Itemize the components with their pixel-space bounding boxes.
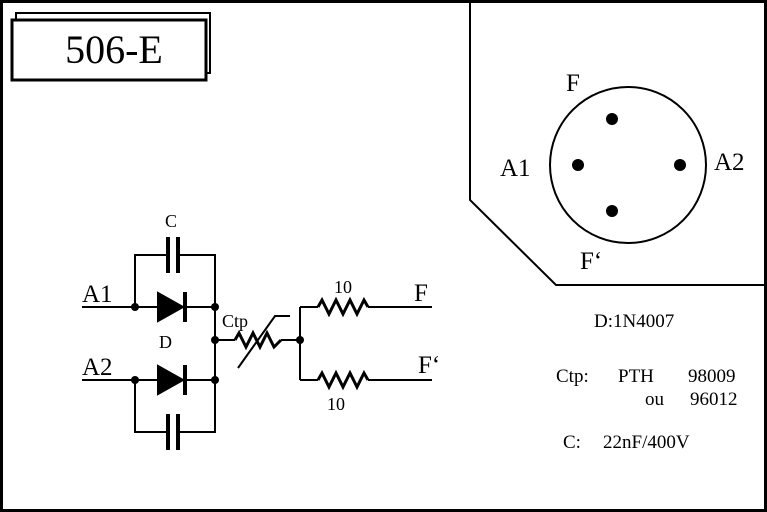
pin-f — [606, 113, 618, 125]
legend-cap-value: 22nF/400V — [603, 432, 690, 453]
legend-ctp-num-1: 98009 — [688, 366, 736, 387]
pin-label-left: A1 — [500, 155, 531, 182]
resistor-top — [316, 296, 370, 318]
legend-ctp-num-2: 96012 — [690, 389, 738, 410]
bottom-capacitor-wire — [134, 380, 216, 433]
pin-label-bottom: F‘ — [580, 248, 602, 275]
pin-label-top: F — [566, 70, 580, 97]
component-legend: D:1N4007 Ctp: PTH 98009 ou 96012 C: 22nF… — [556, 311, 738, 453]
title-box: 506-E — [10, 12, 211, 82]
output-f-prime-label: F‘ — [418, 352, 440, 379]
capacitor-label: C — [165, 211, 177, 231]
input-a1-label: A1 — [82, 281, 113, 308]
pin-label-right: A2 — [714, 149, 745, 176]
resistor-bottom-value: 10 — [327, 394, 345, 414]
resistor-top-value: 10 — [334, 277, 352, 297]
legend-cap-prefix: C: — [563, 432, 581, 453]
ctp-thermistor — [233, 329, 283, 351]
input-a2-label: A2 — [82, 354, 113, 381]
top-capacitor-wire — [134, 254, 216, 307]
pinout-socket: F A1 A2 F‘ — [500, 70, 745, 275]
diode-label: D — [159, 332, 172, 352]
circuit — [82, 237, 432, 450]
junctions — [131, 303, 304, 384]
diode-top — [157, 291, 186, 323]
resistor-bottom — [316, 369, 370, 391]
legend-diode: D:1N4007 — [594, 311, 674, 332]
legend-ctp-prefix: Ctp: — [556, 366, 589, 387]
output-f-label: F — [414, 280, 428, 307]
ctp-arrow-line — [237, 315, 290, 369]
pin-f-prime — [606, 205, 618, 217]
pin-a1 — [572, 159, 584, 171]
legend-ctp-part: PTH — [618, 366, 654, 387]
pinout-frame — [469, 2, 765, 286]
diode-bottom — [157, 364, 186, 396]
ctp-label: Ctp — [222, 311, 248, 331]
legend-ctp-or: ou — [645, 389, 665, 410]
title-text: 506-E — [65, 27, 163, 72]
pin-a2 — [674, 159, 686, 171]
